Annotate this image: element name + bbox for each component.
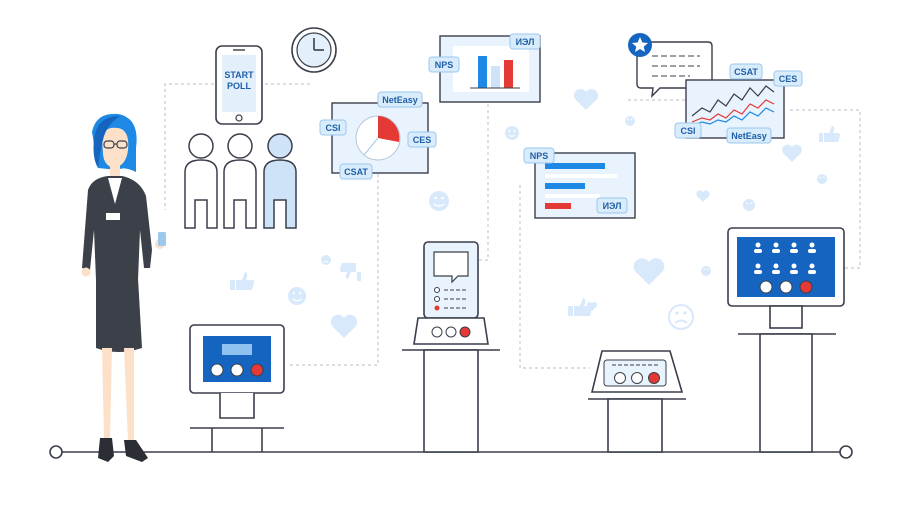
smiley-icon — [701, 266, 711, 276]
terminal-kiosk-tablet — [402, 241, 500, 453]
heart-icon — [586, 302, 598, 311]
sad-face-icon — [321, 255, 331, 265]
hbar-chart-card: NPS ИЭЛ — [523, 147, 636, 219]
line-tag-ces: CES — [773, 70, 803, 87]
line-chart-card: CSAT CES CSI NetEasy — [674, 63, 803, 144]
bar-chart-card: NPS ИЭЛ — [428, 33, 541, 103]
svg-text:CSAT: CSAT — [344, 167, 368, 177]
svg-text:NetEasy: NetEasy — [731, 131, 767, 141]
line-tag-csi: CSI — [674, 122, 702, 139]
terminal-kiosk-flat — [588, 350, 686, 453]
person-icon — [223, 133, 257, 229]
decor-icons — [230, 88, 840, 338]
hbar-tag-nps: NPS — [523, 147, 555, 164]
thumbs-up-icon — [568, 298, 593, 316]
bar-2 — [491, 66, 500, 88]
svg-text:ИЭЛ: ИЭЛ — [603, 201, 622, 211]
thumbs-up-icon — [230, 272, 255, 290]
pie-tag-csi: CSI — [319, 119, 347, 136]
heart-icon — [633, 258, 665, 285]
svg-text:NPS: NPS — [530, 151, 549, 161]
smiley-icon — [288, 287, 306, 305]
smiley-icon — [625, 116, 635, 126]
bar-3 — [504, 60, 513, 88]
terminal-kiosk-monitor — [727, 227, 845, 453]
svg-text:NPS: NPS — [435, 60, 454, 70]
hbar-tag-iel: ИЭЛ — [596, 197, 628, 214]
pie-chart-card: NetEasy CSI CES CSAT — [319, 91, 437, 180]
bar-1 — [478, 56, 487, 88]
smiley-icon — [743, 199, 755, 211]
svg-text:CSAT: CSAT — [734, 67, 758, 77]
sad-face-icon — [668, 304, 694, 330]
svg-text:CES: CES — [413, 135, 432, 145]
thumbs-down-icon — [340, 263, 361, 281]
terminal-kiosk-left — [189, 324, 285, 452]
svg-text:CSI: CSI — [325, 123, 340, 133]
person-icon — [263, 133, 297, 229]
svg-text:NetEasy: NetEasy — [382, 95, 418, 105]
pie-tag-netease: NetEasy — [377, 91, 423, 108]
bar-tag-iel: ИЭЛ — [509, 33, 541, 50]
heart-icon — [330, 314, 358, 338]
bar-tag-nps: NPS — [428, 56, 460, 73]
people-grid — [754, 242, 816, 274]
heart-icon — [573, 88, 599, 110]
poll-phone-line1: START — [224, 70, 254, 80]
line-tag-netease: NetEasy — [726, 127, 772, 144]
svg-text:ИЭЛ: ИЭЛ — [516, 37, 535, 47]
svg-text:CES: CES — [779, 74, 798, 84]
poll-phone-line2: POLL — [227, 81, 252, 91]
clock-icon — [291, 27, 337, 73]
line-tag-csat: CSAT — [729, 63, 763, 80]
poll-phone: START POLL — [215, 45, 263, 125]
people-group — [184, 133, 297, 229]
heart-icon — [696, 190, 710, 202]
svg-text:CSI: CSI — [680, 126, 695, 136]
pie-tag-ces: CES — [407, 131, 437, 148]
pie-tag-csat: CSAT — [339, 163, 373, 180]
person-icon — [184, 133, 218, 229]
thumbs-up-icon — [819, 126, 840, 142]
smiley-icon — [429, 191, 449, 211]
star-icon — [628, 33, 652, 57]
heart-icon — [782, 144, 802, 162]
presenter-woman — [81, 113, 166, 462]
smiley-icon — [817, 174, 827, 184]
smiley-icon — [505, 126, 519, 140]
